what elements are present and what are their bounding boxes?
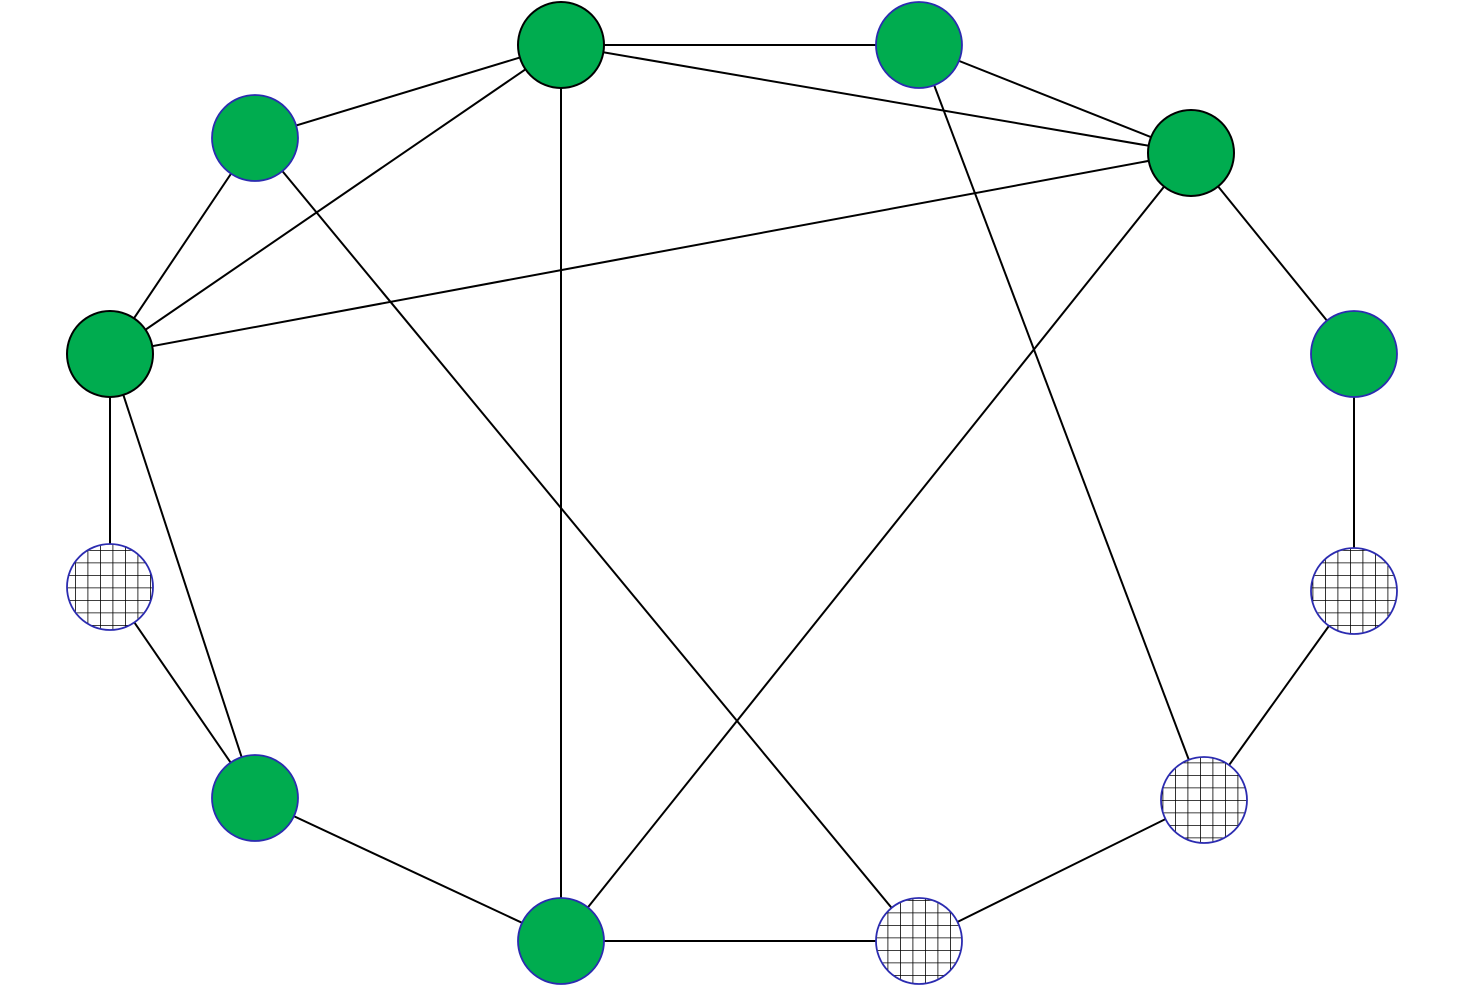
node-n5-hatched <box>1310 547 1398 635</box>
node-n1-solid <box>517 1 605 89</box>
edge-n2-n3 <box>918 44 1192 154</box>
node-n11-solid <box>66 310 154 398</box>
node-n10-hatched <box>66 543 154 631</box>
edge-n1-n12 <box>254 44 562 139</box>
node-n12-solid <box>211 94 299 182</box>
node-n4-solid <box>1310 310 1398 398</box>
edge-n9-n11 <box>109 353 256 799</box>
edge-n1-n3 <box>560 44 1192 154</box>
node-n8-solid <box>517 897 605 985</box>
edge-n2-n6 <box>918 44 1205 801</box>
node-n9-solid <box>211 754 299 842</box>
node-layer <box>66 1 1398 985</box>
node-n3-solid <box>1147 109 1235 197</box>
edge-n6-n7 <box>918 799 1205 942</box>
edge-n1-n11 <box>109 44 562 355</box>
edge-n3-n11 <box>109 152 1192 355</box>
edge-n8-n9 <box>254 797 562 942</box>
edge-n12-n7 <box>254 137 920 942</box>
node-n6-hatched <box>1160 756 1248 844</box>
node-n7-hatched <box>875 897 963 985</box>
node-n2-solid <box>875 1 963 89</box>
edge-n3-n8 <box>560 152 1192 942</box>
